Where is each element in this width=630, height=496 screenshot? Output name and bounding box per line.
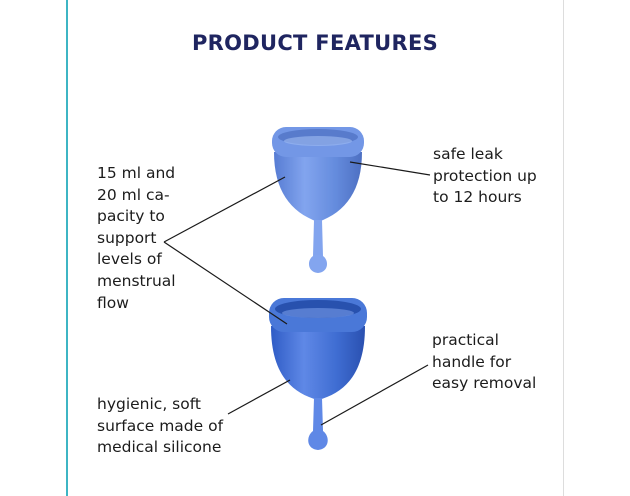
callout-line-handle: [320, 364, 429, 426]
feature-leak-label: safe leak protection up to 12 hours: [433, 145, 537, 207]
callout-line-silicone: [227, 379, 291, 415]
right-border: [563, 0, 564, 496]
feature-capacity-label: 15 ml and 20 ml ca- pacity to support le…: [97, 164, 176, 312]
cup-top-stem: [308, 220, 328, 273]
menstrual-cup-top: [272, 127, 364, 273]
feature-silicone-label: hygienic, soft surface made of medical s…: [97, 395, 224, 457]
cup-bottom-body: [271, 326, 365, 400]
feature-handle-label: practical handle for easy removal: [432, 331, 537, 393]
left-accent-border: [66, 0, 68, 496]
page-title: PRODUCT FEATURES: [191, 31, 439, 55]
callout-line-capacity-bottom: [163, 241, 288, 325]
callout-line-leak: [349, 161, 431, 176]
callout-line-capacity-top: [163, 176, 286, 243]
menstrual-cup-bottom: [269, 298, 367, 450]
cup-top-body: [274, 152, 362, 222]
cup-bottom-stem: [308, 398, 328, 450]
